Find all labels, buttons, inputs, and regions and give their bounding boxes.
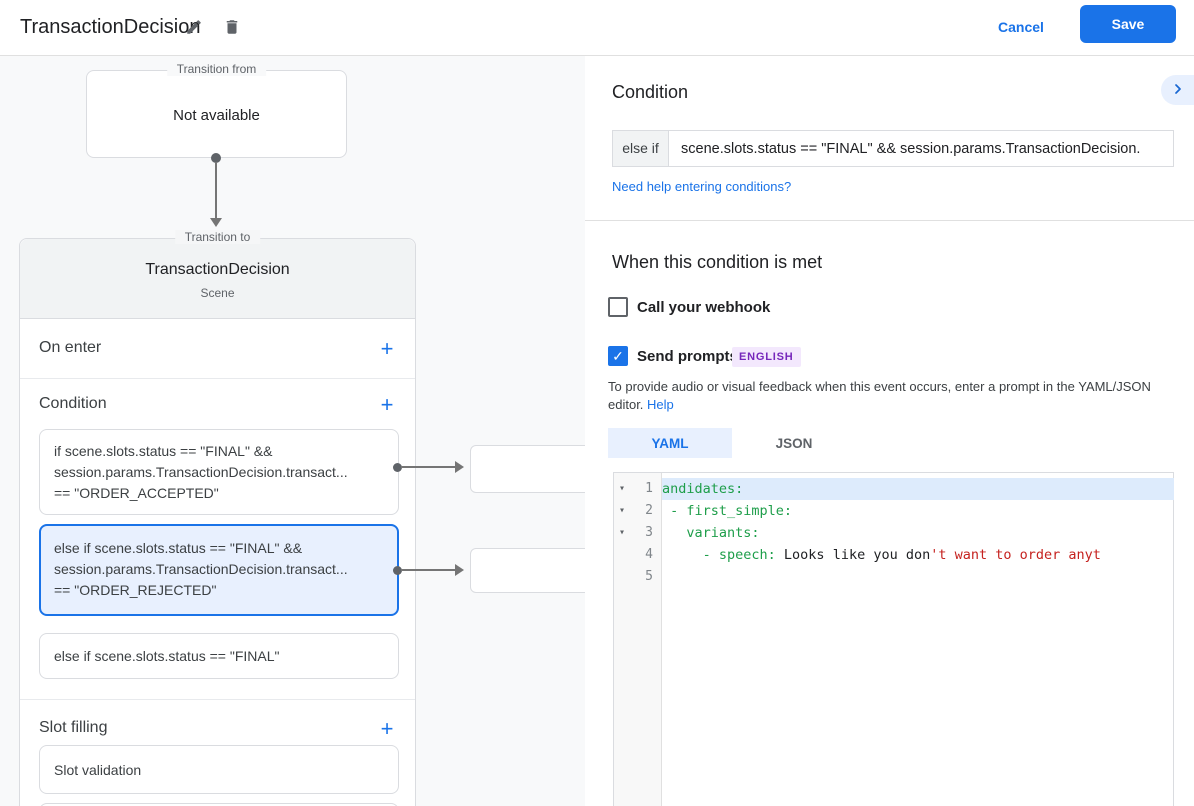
scene-title: TransactionDecision (145, 261, 290, 278)
editor-gutter: ▾ 1 ▾ 2 ▾ 3 4 5 (614, 473, 662, 806)
feedback-hint: To provide audio or visual feedback when… (608, 378, 1183, 414)
condition-expression-input[interactable] (668, 130, 1174, 167)
transition-to-legend: Transition to (174, 230, 261, 244)
save-button[interactable]: Save (1080, 5, 1176, 43)
trash-icon (223, 18, 241, 39)
plus-icon: + (380, 336, 394, 361)
language-badge: ENGLISH (732, 347, 801, 367)
call-webhook-checkbox[interactable] (608, 297, 628, 317)
connector-line (401, 569, 455, 571)
send-prompts-label: Send prompts (637, 348, 738, 365)
line-number: 4 (645, 547, 653, 562)
transition-from-legend: Transition from (166, 62, 267, 76)
line-number: 2 (645, 503, 653, 518)
line-number: 5 (645, 569, 653, 584)
code-line-3[interactable]: variants: (662, 522, 1174, 544)
connector-dot (393, 566, 402, 575)
condition-heading: Condition (612, 82, 689, 102)
on-enter-section: On enter + (20, 319, 415, 379)
when-condition-heading: When this condition is met (612, 252, 823, 272)
send-prompts-checkbox[interactable]: ✓ (608, 346, 628, 366)
feedback-help-link[interactable]: Help (647, 397, 674, 412)
arrow-down-icon (210, 218, 222, 227)
page-title: TransactionDecision (20, 16, 201, 38)
add-on-enter-button[interactable]: + (373, 335, 401, 363)
cancel-button[interactable]: Cancel (986, 8, 1056, 46)
feedback-text: To provide audio or visual feedback when… (608, 379, 1151, 412)
yaml-key: - speech: (662, 547, 776, 563)
connector-dot (211, 153, 221, 163)
connector-line (401, 466, 455, 468)
on-enter-label: On enter (39, 339, 102, 356)
add-condition-button[interactable]: + (373, 391, 401, 419)
yaml-key: variants: (662, 525, 760, 541)
prompt-code-editor[interactable]: ▾1 ▾2 ▾3 4 5 andidates: - first_simple: … (613, 472, 1174, 806)
arrow-right-icon (455, 461, 464, 473)
code-line-4[interactable]: - speech: Looks like you don't want to o… (662, 544, 1174, 566)
condition-section-label: Condition (39, 395, 107, 412)
pencil-icon (185, 18, 203, 39)
code-line-1[interactable]: andidates: (662, 478, 1174, 500)
code-line-5[interactable] (662, 566, 1174, 588)
condition-card-rejected-selected[interactable]: else if scene.slots.status == "FINAL" &&… (39, 524, 399, 616)
plus-icon: + (380, 716, 394, 741)
condition-card-accepted[interactable]: if scene.slots.status == "FINAL" && sess… (39, 429, 399, 515)
check-icon: ✓ (612, 348, 624, 364)
add-slot-button[interactable]: + (373, 715, 401, 743)
fold-arrow-icon[interactable]: ▾ (619, 505, 626, 516)
condition-help-link[interactable]: Need help entering conditions? (612, 179, 792, 194)
arrow-right-icon (455, 564, 464, 576)
transition-target-box-2[interactable] (470, 548, 585, 593)
condition-prefix-label: else if (612, 130, 669, 167)
yaml-value: Looks like you don (775, 547, 931, 563)
transition-from-box: Transition from Not available (86, 62, 347, 158)
chevron-right-icon (1172, 83, 1184, 98)
yaml-key: - first_simple: (662, 503, 793, 519)
tab-yaml[interactable]: YAML (608, 428, 732, 458)
condition-card-final[interactable]: else if scene.slots.status == "FINAL" (39, 633, 399, 679)
condition-detail-panel: Condition else if Need help entering con… (585, 56, 1194, 806)
top-bar: TransactionDecision Cancel Save (0, 0, 1194, 56)
collapse-panel-button[interactable] (1161, 75, 1194, 105)
code-line-2[interactable]: - first_simple: (662, 500, 1174, 522)
yaml-string: 't want to order anyt (930, 547, 1101, 563)
scene-graph-canvas: Transition from Not available Transition… (0, 56, 585, 806)
panel-divider (585, 220, 1194, 221)
scene-header: TransactionDecision Scene (20, 239, 415, 319)
slot-filling-label: Slot filling (39, 719, 108, 736)
scene-subtitle: Scene (200, 286, 235, 300)
transition-target-box-1[interactable] (470, 445, 585, 493)
transition-from-value: Not available (173, 107, 260, 124)
line-number: 3 (645, 525, 653, 540)
connector-dot (393, 463, 402, 472)
slot-validation-card[interactable]: Slot validation (39, 745, 399, 794)
transition-to-box: Transition to TransactionDecision Scene … (19, 230, 416, 806)
yaml-key: andidates: (662, 481, 744, 497)
fold-arrow-icon[interactable]: ▾ (619, 527, 626, 538)
edit-scene-button[interactable] (180, 14, 208, 42)
line-number: 1 (645, 481, 653, 496)
fold-arrow-icon[interactable]: ▾ (619, 483, 626, 494)
call-webhook-label: Call your webhook (637, 299, 771, 316)
delete-scene-button[interactable] (218, 14, 246, 42)
plus-icon: + (380, 392, 394, 417)
connector-line (215, 162, 217, 218)
section-divider (20, 699, 415, 700)
tab-json[interactable]: JSON (732, 428, 856, 458)
